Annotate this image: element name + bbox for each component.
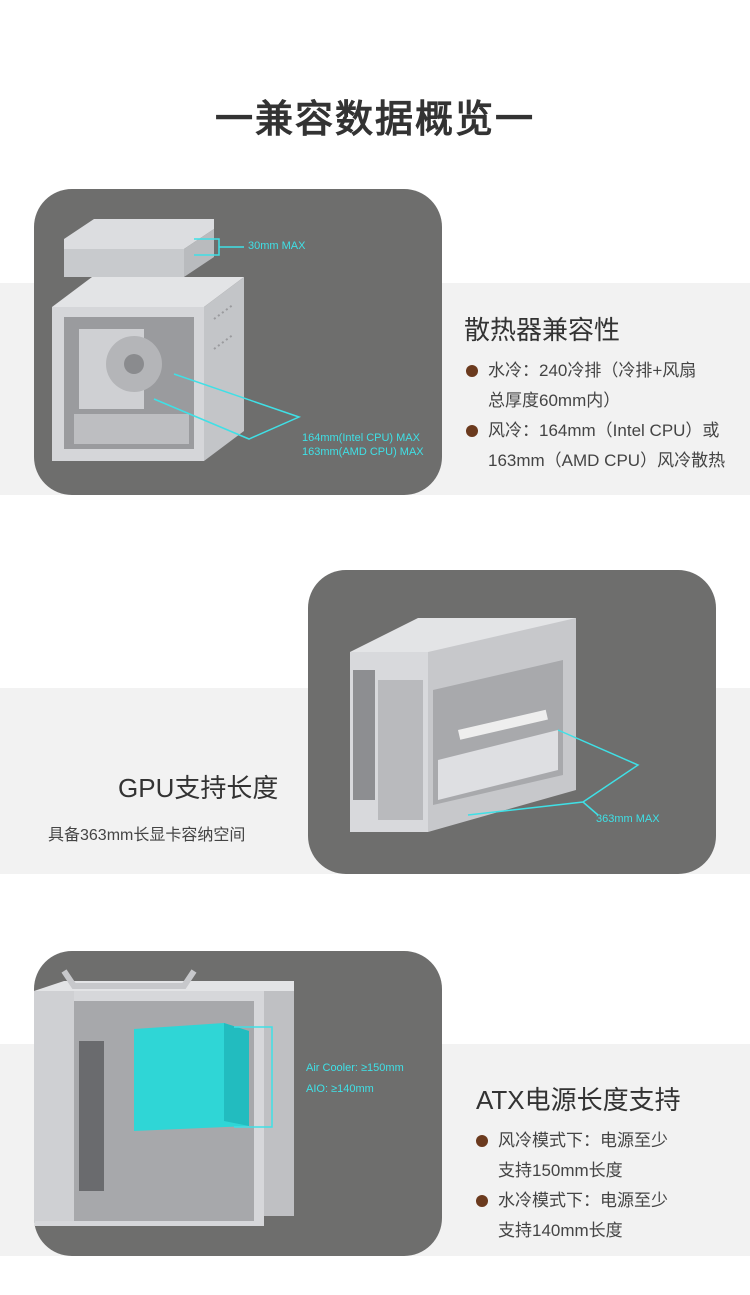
list-item: 水冷模式下：电源至少 支持140mm长度 — [476, 1186, 746, 1246]
list-item: 风冷模式下：电源至少 支持150mm长度 — [476, 1126, 746, 1186]
case-body-shape — [52, 277, 244, 461]
radiator-shape — [64, 219, 214, 277]
cooler-bullet-list: 水冷：240冷排（冷排+风扇 总厚度60mm内） 风冷：164mm（Intel … — [466, 356, 746, 476]
gpu-section-heading: GPU支持长度 — [118, 773, 279, 803]
psu-section-heading: ATX电源长度支持 — [476, 1085, 681, 1115]
bullet-dot-icon — [466, 365, 478, 377]
radiator-thickness-label: 30mm MAX — [248, 240, 306, 252]
list-item: 水冷：240冷排（冷排+风扇 总厚度60mm内） — [466, 356, 746, 416]
amd-cooler-height-label: 163mm(AMD CPU) MAX — [302, 446, 424, 458]
psu-aio-label: AIO: ≥140mm — [306, 1083, 374, 1095]
case-gpu-illustration — [350, 618, 640, 832]
cooler-image-card: 30mm MAX 164mm(Intel CPU) MAX 163mm(AMD … — [34, 189, 442, 495]
psu-image-card: Air Cooler: ≥150mm AIO: ≥140mm — [34, 951, 442, 1256]
list-item: 风冷：164mm（Intel CPU）或 163mm（AMD CPU）风冷散热 — [466, 416, 746, 476]
case-cooler-illustration — [52, 219, 302, 461]
bullet-dot-icon — [476, 1135, 488, 1147]
bullet-dot-icon — [466, 425, 478, 437]
case-psu-illustration — [34, 969, 294, 1226]
intel-cooler-height-label: 164mm(Intel CPU) MAX — [302, 432, 420, 444]
gpu-section-subtext: 具备363mm长显卡容纳空间 — [48, 827, 246, 844]
psu-bullet-list: 风冷模式下：电源至少 支持150mm长度 水冷模式下：电源至少 支持140mm长… — [476, 1126, 746, 1246]
cooler-section-heading: 散热器兼容性 — [464, 315, 621, 345]
gpu-length-label: 363mm MAX — [596, 813, 660, 825]
bullet-dot-icon — [476, 1195, 488, 1207]
psu-block-shape — [134, 1023, 249, 1131]
psu-air-cooler-label: Air Cooler: ≥150mm — [306, 1062, 404, 1074]
case-body-shape — [350, 618, 576, 832]
gpu-image-card: 363mm MAX — [308, 570, 716, 874]
page-title: 一兼容数据概览一 — [214, 99, 535, 141]
